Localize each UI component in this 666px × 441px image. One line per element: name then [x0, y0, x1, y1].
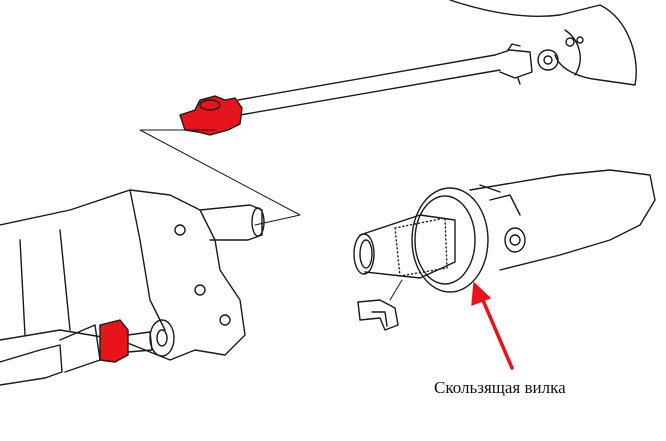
callout-arrow — [471, 282, 514, 370]
sliding-yoke-enlarged — [353, 169, 656, 293]
clip — [357, 279, 403, 331]
guide-line — [139, 129, 301, 226]
sliding-yoke-label: Скользящая вилка — [434, 378, 566, 397]
rear-axle-housing — [449, 0, 637, 86]
propeller-shaft — [237, 43, 533, 116]
transmission-housing — [0, 189, 265, 361]
output-yoke-highlight — [0, 319, 175, 386]
front-yoke-highlight — [179, 95, 243, 136]
